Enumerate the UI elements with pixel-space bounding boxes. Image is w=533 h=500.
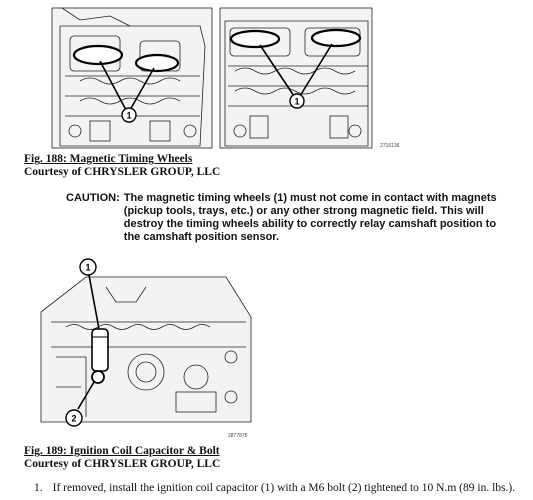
figure-188-callout-1: 1: [126, 111, 131, 121]
figure-188-image: 1 1: [50, 6, 396, 150]
figure-188-callout-1b: 1: [294, 97, 299, 107]
figure-188-title: Fig. 188: Magnetic Timing Wheels: [24, 153, 193, 165]
step-number: 1.: [34, 482, 43, 494]
figure-189-caption: Fig. 189: Ignition Coil Capacitor & Bolt…: [24, 445, 220, 471]
caution-text: The magnetic timing wheels (1) must not …: [123, 192, 497, 243]
figure-189-courtesy: Courtesy of CHRYSLER GROUP, LLC: [24, 458, 221, 470]
caution-label: CAUTION:: [66, 192, 120, 204]
figure-188-ref-number: 2716136: [380, 143, 400, 149]
figure-188-courtesy: Courtesy of CHRYSLER GROUP, LLC: [24, 166, 221, 178]
step-text: If removed, install the ignition coil ca…: [52, 482, 516, 494]
figure-189-title: Fig. 189: Ignition Coil Capacitor & Bolt: [24, 445, 220, 457]
figure-189-callout-1: 1: [85, 263, 90, 273]
procedure-step: 1. If removed, install the ignition coil…: [34, 482, 515, 494]
figure-189-ref-number: 2877875: [228, 433, 248, 439]
figure-188-caption: Fig. 188: Magnetic Timing Wheels Courtes…: [24, 153, 220, 179]
caution-note: CAUTION: The magnetic timing wheels (1) …: [66, 192, 511, 244]
figure-189-image: 1 2: [26, 257, 258, 435]
figure-189-callout-2: 2: [71, 414, 76, 424]
